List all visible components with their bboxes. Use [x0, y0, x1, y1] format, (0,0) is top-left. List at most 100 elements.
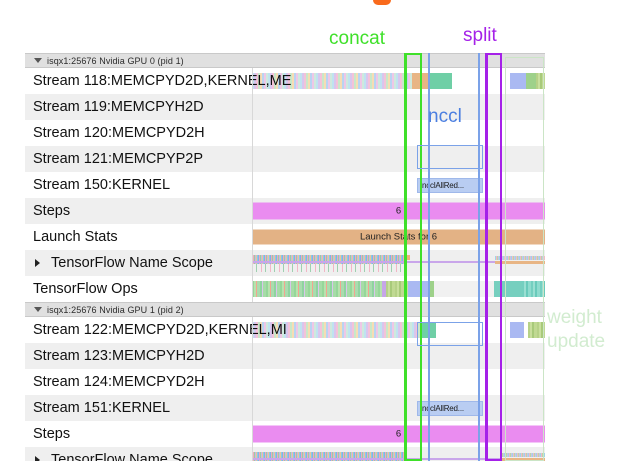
track-label-name-scope[interactable]: TensorFlow Name Scope	[35, 250, 215, 276]
track-timeline[interactable]	[252, 250, 545, 276]
track-row[interactable]: Stream 150:KERNEL ncclAllRed...	[25, 172, 545, 198]
trace-band[interactable]	[510, 322, 524, 338]
group-header-gpu-0[interactable]: isqx1:25676 Nvidia GPU 0 (pid 1)	[25, 53, 545, 68]
launch-stats-bar[interactable]	[252, 229, 545, 245]
chevron-down-icon[interactable]	[34, 307, 42, 312]
label-divider	[252, 276, 253, 302]
trace-band[interactable]	[536, 73, 545, 89]
label-gutter	[25, 276, 252, 302]
track-label: Stream 118:MEMCPYD2D,KERNEL,ME	[33, 73, 292, 89]
annotation-weight-update-line2: update	[547, 331, 606, 352]
track-timeline[interactable]	[252, 447, 545, 461]
track-timeline[interactable]: 6	[252, 198, 545, 224]
label-gutter	[25, 172, 252, 198]
label-divider	[252, 94, 253, 120]
label-divider	[252, 395, 253, 421]
label-gutter	[25, 317, 252, 343]
trace-viewer-panel[interactable]: isqx1:25676 Nvidia GPU 0 (pid 1) Stream …	[25, 53, 545, 461]
track-row[interactable]: Steps 6	[25, 421, 545, 447]
annotation-nccl: nccl	[428, 106, 462, 127]
trace-band[interactable]	[252, 264, 404, 272]
trace-gap	[434, 281, 494, 297]
guideline-nccl-right	[478, 53, 480, 461]
launch-stats-bar-label: Launch Stats for 6	[359, 231, 438, 243]
track-row[interactable]: Stream 121:MEMCPYP2P	[25, 146, 545, 172]
label-divider	[252, 343, 253, 369]
trace-guide	[252, 261, 545, 263]
trace-band[interactable]	[382, 281, 386, 297]
trace-band[interactable]	[404, 255, 410, 260]
steps-bar-label: 6	[395, 205, 402, 217]
steps-bar-label: 6	[395, 428, 402, 440]
label-divider	[252, 68, 253, 94]
trace-band[interactable]	[428, 281, 434, 297]
trace-band[interactable]	[528, 322, 545, 338]
trace-band[interactable]	[252, 73, 412, 89]
nccl-allreduce-block[interactable]: ncclAllRed...	[417, 401, 483, 416]
track-row[interactable]: Stream 119:MEMCPYH2D	[25, 94, 545, 120]
trace-band[interactable]	[495, 256, 545, 260]
steps-bar[interactable]	[252, 202, 545, 220]
label-divider	[252, 369, 253, 395]
track-timeline[interactable]	[252, 68, 545, 94]
track-row[interactable]: Stream 120:MEMCPYD2H	[25, 120, 545, 146]
label-divider	[252, 447, 253, 461]
track-label: Stream 151:KERNEL	[33, 395, 173, 421]
trace-band[interactable]	[252, 255, 404, 264]
trace-band[interactable]	[252, 322, 422, 338]
track-label: Launch Stats	[33, 229, 118, 245]
track-row[interactable]: Stream 124:MEMCPYD2H	[25, 369, 545, 395]
trace-band[interactable]	[252, 452, 404, 461]
track-label: Stream 123:MEMCPYH2D	[33, 343, 207, 369]
track-row[interactable]: TensorFlow Name Scope	[25, 447, 545, 461]
label-divider	[252, 224, 253, 250]
trace-band[interactable]	[408, 281, 428, 297]
trace-band[interactable]	[494, 281, 522, 297]
track-label: Steps	[33, 426, 71, 442]
label-gutter	[25, 68, 252, 94]
trace-band[interactable]	[386, 281, 408, 297]
track-label-name-scope[interactable]: TensorFlow Name Scope	[35, 447, 215, 461]
trace-band[interactable]	[495, 261, 545, 264]
chevron-right-icon[interactable]	[35, 259, 40, 267]
track-row[interactable]: TensorFlow Name Scope	[25, 250, 545, 276]
track-row[interactable]: Stream 151:KERNEL ncclAllRed...	[25, 395, 545, 421]
track-row[interactable]: Stream 118:MEMCPYD2D,KERNEL,ME	[25, 68, 545, 94]
group-header-label: isqx1:25676 Nvidia GPU 1 (pid 2)	[47, 304, 184, 315]
group-header-gpu-1[interactable]: isqx1:25676 Nvidia GPU 1 (pid 2)	[25, 302, 545, 317]
label-divider	[252, 120, 253, 146]
chevron-down-icon[interactable]	[34, 58, 42, 63]
nccl-allreduce-block[interactable]: ncclAllRed...	[417, 178, 483, 193]
track-row[interactable]: Stream 122:MEMCPYD2D,KERNEL,MI	[25, 317, 545, 343]
track-timeline[interactable]: ncclAllRed...	[252, 395, 545, 421]
track-row[interactable]: Launch Stats Launch Stats for 6	[25, 224, 545, 250]
trace-band[interactable]	[252, 281, 382, 297]
label-divider	[252, 250, 253, 276]
label-divider	[252, 421, 253, 447]
orange-marker-stub	[373, 0, 391, 5]
annotation-weight-update-line1: weight	[547, 307, 602, 328]
chevron-right-icon[interactable]	[35, 456, 40, 461]
guideline-split-left	[486, 53, 488, 461]
trace-band[interactable]	[430, 73, 452, 89]
trace-band[interactable]	[500, 453, 545, 457]
label-gutter	[25, 369, 252, 395]
trace-guide	[252, 458, 545, 460]
trace-band[interactable]	[522, 281, 545, 297]
track-row[interactable]: Steps 6	[25, 198, 545, 224]
track-label: Stream 122:MEMCPYD2D,KERNEL,MI	[33, 322, 287, 338]
trace-band[interactable]	[510, 73, 526, 89]
track-timeline[interactable]	[252, 317, 545, 343]
label-gutter	[25, 120, 252, 146]
track-label: Stream 120:MEMCPYD2H	[33, 125, 205, 141]
track-timeline[interactable]: ncclAllRed...	[252, 172, 545, 198]
trace-band[interactable]	[526, 73, 536, 89]
track-row[interactable]: TensorFlow Ops	[25, 276, 545, 302]
track-timeline[interactable]: Launch Stats for 6	[252, 224, 545, 250]
trace-band[interactable]	[500, 458, 545, 461]
track-row[interactable]: Stream 123:MEMCPYH2D	[25, 343, 545, 369]
label-divider	[252, 172, 253, 198]
track-timeline[interactable]: 6	[252, 421, 545, 447]
track-label: TensorFlow Name Scope	[51, 452, 213, 461]
steps-bar[interactable]	[252, 425, 545, 443]
